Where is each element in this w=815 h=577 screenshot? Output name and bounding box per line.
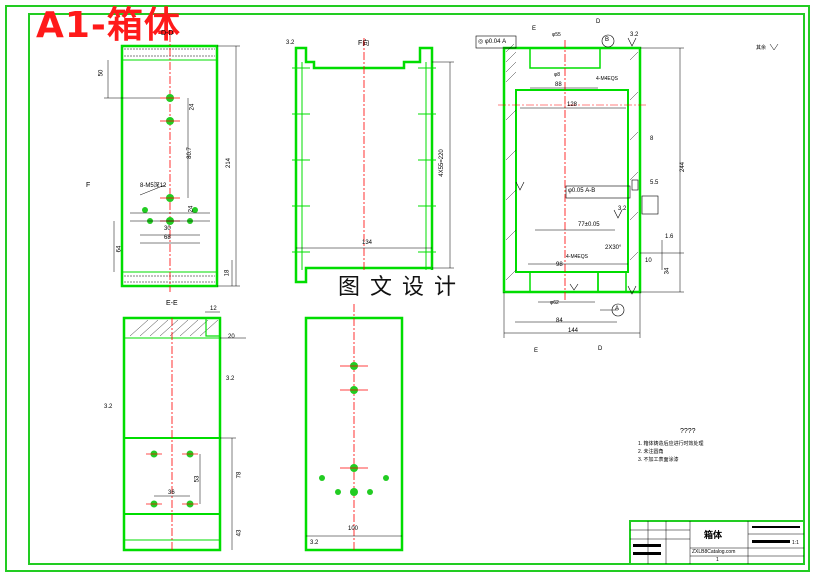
- corner-roughness: [769, 43, 779, 51]
- section-e-rough-r: 3.2: [226, 376, 235, 382]
- side-view-label: F向: [358, 40, 370, 47]
- drawing-title: A1-箱体: [36, 5, 181, 46]
- main-dim-4m4b: 4-M4EQS: [566, 254, 588, 260]
- front-dim-18: 18: [224, 269, 231, 277]
- section-e-dim-78: 78: [236, 471, 243, 479]
- front-dim-80: 80.7: [186, 147, 193, 159]
- main-dim-144: 144: [568, 328, 579, 334]
- sheet-border-outer: [5, 5, 810, 572]
- watermark-text: 图文设计: [322, 270, 482, 300]
- corner-note: 其余: [756, 45, 767, 51]
- sheet-number: 1: [716, 557, 719, 563]
- bottom-roughness: 3.2: [310, 540, 319, 546]
- tolerance-frame: [475, 35, 517, 49]
- section-e-dim-43: 43: [236, 529, 243, 537]
- side-roughness: 3.2: [286, 40, 295, 46]
- front-dim-30: 30: [164, 226, 171, 232]
- bottom-dim-100: 100: [348, 526, 359, 532]
- main-dim-1.6a: 1.6: [665, 234, 674, 240]
- front-dim-24a: 24: [189, 103, 196, 111]
- sheet-border-inner: [28, 13, 805, 565]
- main-datum-b: B: [605, 37, 610, 43]
- front-hole-label: 8-M5深12: [140, 183, 167, 189]
- front-dim-214: 214: [226, 157, 233, 169]
- front-dim-64: 64: [116, 245, 123, 253]
- datum-a: [611, 303, 625, 317]
- front-body: [120, 44, 219, 288]
- main-bottom-e: E: [534, 348, 539, 354]
- front-dim-50: 50: [98, 69, 105, 77]
- notes-heading: ????: [680, 428, 696, 435]
- section-e-dim-53: 53: [194, 475, 201, 483]
- main-dim-34: 34: [664, 267, 671, 275]
- technical-notes: ???? 1. 箱体铸造后应进行时效处理 2. 未注圆角 3. 不加工表面涂漆: [638, 428, 704, 464]
- main-inner: [515, 89, 629, 273]
- main-dim-8: 8: [650, 136, 654, 142]
- main-dim-3.2b: 3.2: [618, 206, 627, 212]
- main-datum-a: A: [615, 306, 620, 312]
- main-dim-244: 244: [680, 161, 687, 173]
- main-section-d-top: D: [596, 19, 601, 25]
- main-dim-phi55: φ55: [552, 32, 561, 38]
- main-dim-84: 84: [556, 318, 563, 324]
- bottom-view: [304, 304, 404, 552]
- main-dim-128: 128: [567, 102, 578, 108]
- section-e-rough-l: 3.2: [104, 404, 113, 410]
- main-dim-10: 10: [645, 258, 652, 264]
- main-roughness: 3.2: [630, 32, 639, 38]
- main-dim-phi62: φ62: [550, 300, 559, 306]
- main-bottom-d: D: [598, 346, 603, 352]
- section-e-label: E-E: [166, 300, 178, 307]
- side-view: [292, 38, 454, 300]
- section-e-view: [122, 311, 246, 552]
- main-tolerance: ◎ φ0.04 A: [478, 39, 507, 45]
- note-item: 1. 箱体铸造后应进行时效处理: [638, 441, 704, 447]
- front-view: [104, 34, 240, 292]
- main-dim-77: 77±0.05: [578, 222, 600, 228]
- front-section-label: D-D: [161, 30, 174, 37]
- main-dim-4m4a: 4-M4EQS: [596, 76, 618, 82]
- main-dim-phi8: φ8: [554, 72, 561, 78]
- main-dim-88: 88: [555, 82, 562, 88]
- front-side-label: F: [86, 182, 91, 189]
- main-position-tol: φ0.05 A-B: [568, 188, 596, 194]
- position-tolerance-frame: [565, 185, 631, 199]
- section-e-dim-36: 36: [168, 490, 175, 496]
- front-dim-68: 68: [164, 235, 171, 241]
- side-dim-134: 134: [362, 240, 373, 246]
- front-top-hatch: [121, 45, 218, 61]
- title-block: [629, 520, 805, 565]
- main-dim-98: 98: [556, 262, 563, 268]
- main-section-view: [475, 34, 684, 338]
- main-dim-2x30: 2X30°: [605, 245, 622, 251]
- main-section-e-top: E: [532, 26, 537, 32]
- section-e-dim-12: 12: [210, 306, 217, 312]
- front-bottom-hatch: [121, 271, 218, 287]
- front-dim-24b: 24: [188, 205, 195, 213]
- drawing-scale: 1:1: [792, 540, 799, 546]
- note-item: 2. 未注圆角: [638, 449, 664, 455]
- main-dim-5.5: 5.5: [650, 180, 659, 186]
- side-outline: [294, 46, 434, 284]
- part-name: 箱体: [704, 530, 723, 540]
- site-name: ZXLB8Catalog.com: [692, 549, 736, 555]
- note-item: 3. 不加工表面涂漆: [638, 457, 679, 463]
- side-dim-220: 4X55=220: [438, 149, 445, 177]
- datum-b: [601, 34, 615, 48]
- section-e-dim-20: 20: [228, 334, 235, 340]
